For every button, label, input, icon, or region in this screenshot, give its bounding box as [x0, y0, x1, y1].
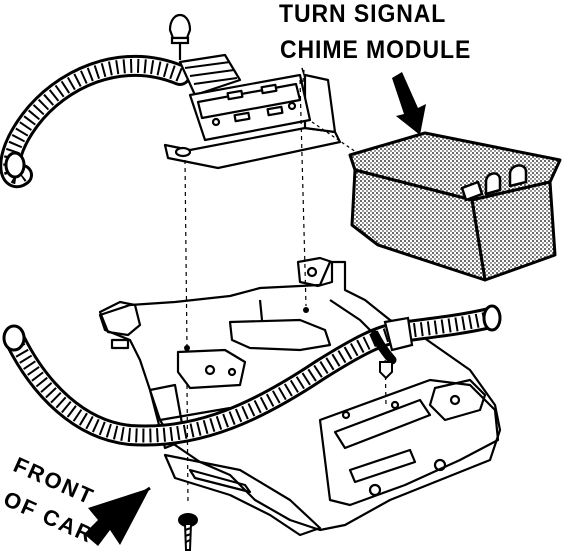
arrow-down-icon: [392, 72, 426, 135]
module-label-line1: TURN SIGNAL: [279, 0, 447, 28]
module-label-line2: CHIME MODULE: [280, 36, 472, 64]
console-base: [98, 256, 502, 537]
connector-bracket: [163, 53, 342, 170]
screw-bottom: [178, 513, 198, 551]
arrow-front-icon: [84, 486, 151, 546]
wiring-harness: [0, 54, 502, 447]
bulb-fastener-top: [168, 13, 192, 60]
alignment-dot-right: [303, 307, 309, 313]
chime-module: [348, 131, 562, 282]
screw-clip: [379, 361, 393, 380]
leader-line-connector: [311, 121, 357, 153]
alignment-dot-left: [184, 345, 190, 351]
label-leader: [301, 67, 306, 79]
